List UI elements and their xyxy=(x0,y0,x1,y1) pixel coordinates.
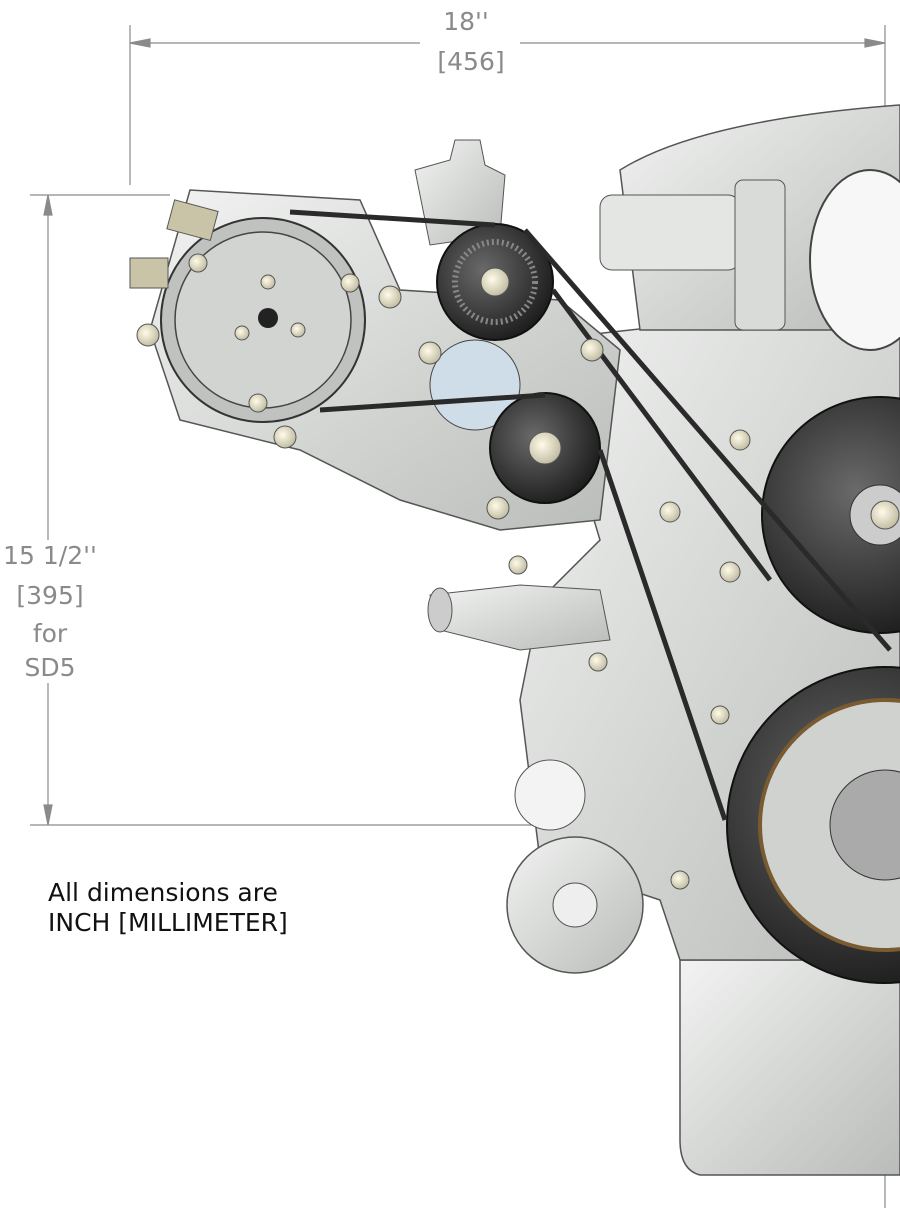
throttle-neck xyxy=(599,194,741,271)
bolts xyxy=(136,253,900,890)
width-dimension-inch: 18'' xyxy=(443,7,489,36)
units-note-line1: All dimensions are xyxy=(48,878,278,907)
height-dimension-mm: [395] xyxy=(16,581,84,610)
width-dimension-mm: [456] xyxy=(437,47,505,76)
water-pump-pulley xyxy=(761,396,900,634)
throttle-body xyxy=(809,169,900,351)
height-dimension-model: SD5 xyxy=(24,653,76,682)
oil-pan xyxy=(679,959,900,1176)
units-note: All dimensions are INCH [MILLIMETER] xyxy=(48,878,288,938)
units-note-line2: INCH [MILLIMETER] xyxy=(48,908,288,937)
height-dimension-inch: 15 1/2'' xyxy=(3,541,97,570)
serpentine-belt xyxy=(289,209,892,821)
height-dimension-qualifier: for xyxy=(32,619,68,648)
